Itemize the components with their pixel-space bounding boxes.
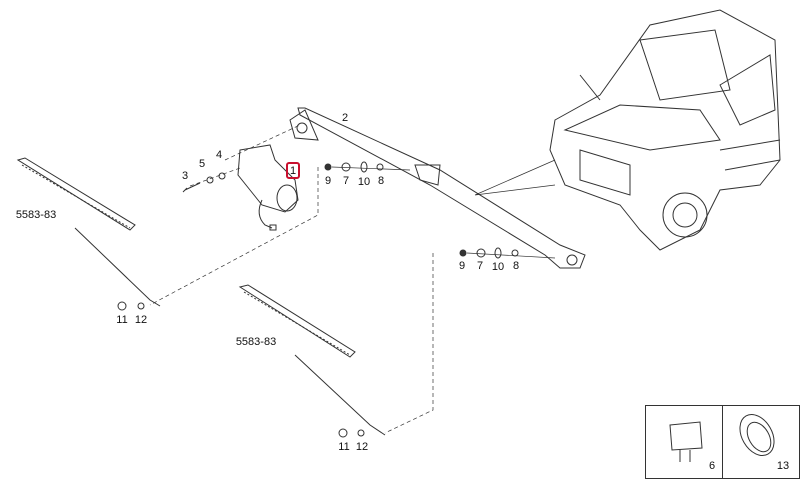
nut-left bbox=[117, 301, 127, 311]
nut-center bbox=[338, 428, 348, 438]
callout-7[interactable]: 7 bbox=[342, 175, 350, 187]
callout-10[interactable]: 10 bbox=[491, 261, 505, 273]
callout-6[interactable]: 6 bbox=[708, 460, 716, 472]
callout-9[interactable]: 9 bbox=[458, 260, 466, 272]
callout-2[interactable]: 2 bbox=[341, 112, 349, 124]
callout-blade-left[interactable]: 5583-83 bbox=[15, 209, 57, 221]
washer-part-4 bbox=[218, 172, 226, 180]
upper-fastener-set bbox=[149, 161, 411, 306]
callout-4[interactable]: 4 bbox=[215, 149, 223, 161]
wiper-motor-part-1 bbox=[237, 144, 299, 231]
vehicle-illustration bbox=[549, 9, 781, 251]
washer-part-5 bbox=[206, 176, 214, 184]
relay-icon bbox=[669, 421, 703, 462]
callout-12[interactable]: 12 bbox=[355, 441, 369, 453]
callout-11[interactable]: 11 bbox=[338, 441, 350, 453]
callout-11[interactable]: 11 bbox=[116, 314, 128, 326]
callout-9[interactable]: 9 bbox=[324, 175, 332, 187]
callout-1-highlighted[interactable]: 1 bbox=[286, 162, 300, 179]
wiper-arm-left bbox=[74, 227, 161, 307]
wiper-blade-left bbox=[16, 157, 136, 231]
callout-3[interactable]: 3 bbox=[181, 170, 189, 182]
lower-fastener-set bbox=[384, 247, 556, 434]
vehicle-pointer-line bbox=[474, 159, 556, 196]
seal-ring-icon bbox=[739, 414, 775, 456]
bolt-part-3 bbox=[182, 182, 201, 193]
wiper-arm-center bbox=[294, 354, 386, 436]
callout-10[interactable]: 10 bbox=[357, 176, 371, 188]
callout-8[interactable]: 8 bbox=[512, 260, 520, 272]
callout-7[interactable]: 7 bbox=[476, 260, 484, 272]
wiper-linkage-part-2 bbox=[289, 107, 586, 269]
callout-8[interactable]: 8 bbox=[377, 175, 385, 187]
callout-5[interactable]: 5 bbox=[198, 158, 206, 170]
callout-12[interactable]: 12 bbox=[134, 314, 148, 326]
callout-13[interactable]: 13 bbox=[776, 460, 790, 472]
wiper-blade-center bbox=[238, 284, 356, 358]
callout-blade-center[interactable]: 5583-83 bbox=[235, 336, 277, 348]
